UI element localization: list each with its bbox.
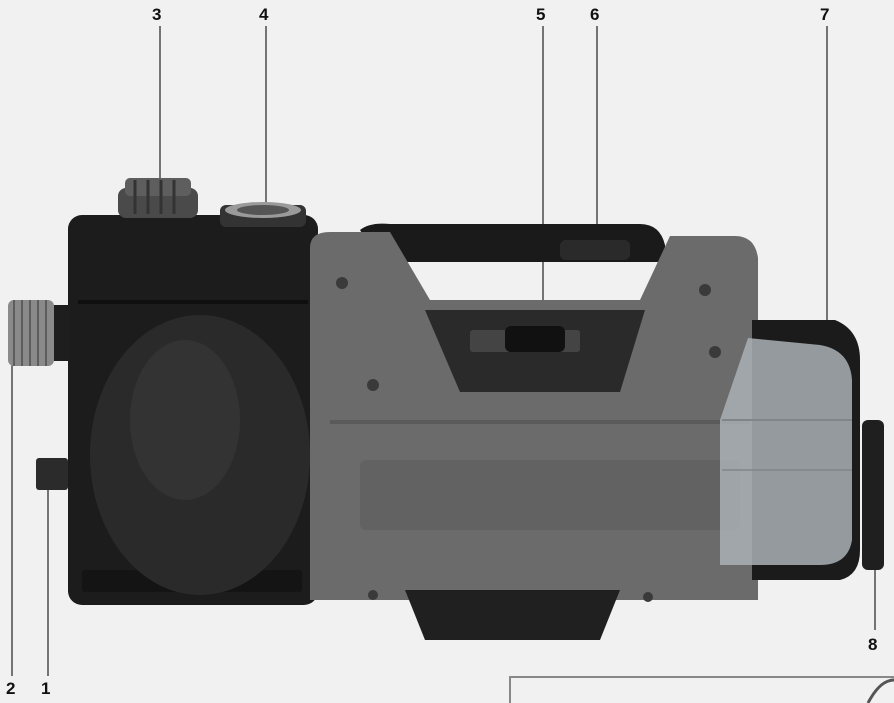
tank-clamp	[862, 420, 884, 570]
callout-8: 8	[868, 635, 878, 654]
callout-5: 5	[536, 5, 546, 24]
inset-frame	[509, 676, 894, 703]
callout-7: 7	[820, 5, 830, 24]
outlet-port	[220, 202, 306, 227]
callout-2: 2	[6, 679, 16, 698]
drain-plug	[36, 458, 68, 490]
power-switch	[470, 326, 580, 352]
carry-handle	[360, 223, 665, 262]
callout-4: 4	[259, 5, 269, 24]
callout-1: 1	[41, 679, 51, 698]
leader-lines	[11, 26, 876, 676]
base-foot	[405, 590, 620, 640]
callout-6: 6	[590, 5, 600, 24]
callout-3: 3	[152, 5, 162, 24]
filler-cap	[118, 178, 198, 218]
inlet-thread	[8, 300, 70, 366]
prefilter-tank	[720, 320, 860, 580]
pump-body	[68, 215, 318, 605]
motor-housing	[310, 232, 758, 602]
